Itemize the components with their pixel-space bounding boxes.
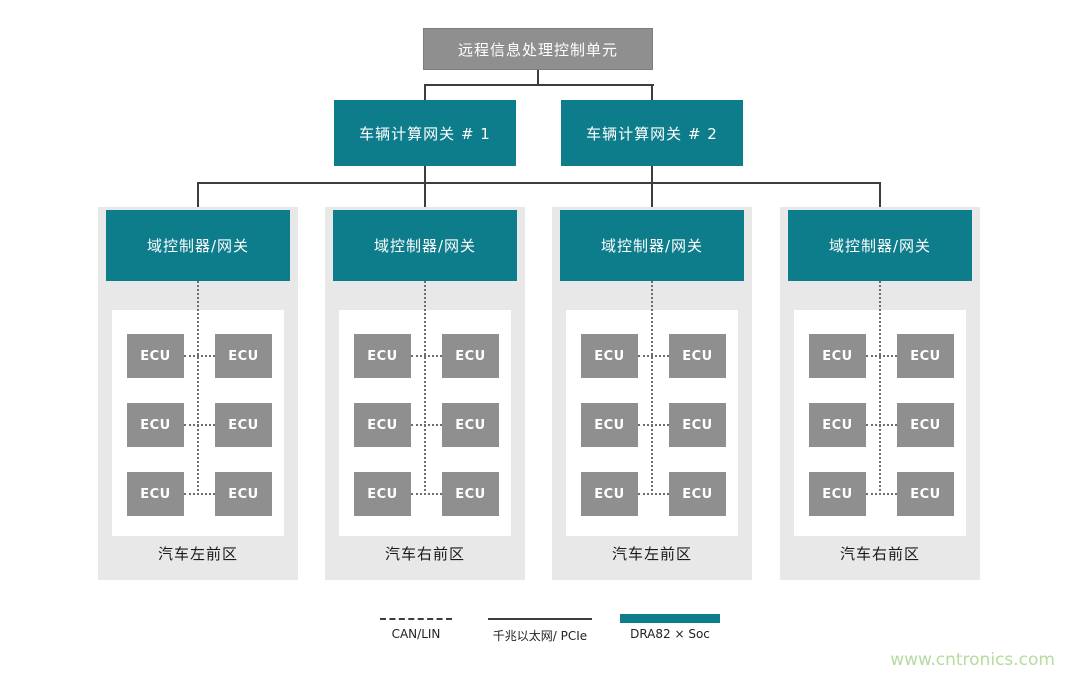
can-lin-stub	[411, 493, 442, 495]
watermark: www.cntronics.com	[890, 650, 1055, 670]
ecu-box: ECU	[809, 472, 866, 516]
can-lin-stub	[184, 493, 215, 495]
ecu-box: ECU	[669, 403, 726, 447]
telematics-control-unit-box: 远程信息处理控制单元	[423, 28, 653, 70]
ecu-box: ECU	[354, 472, 411, 516]
domain-controller-label: 域控制器/网关	[600, 237, 704, 255]
ecu-box: ECU	[669, 334, 726, 378]
solid-line-sample-icon	[488, 618, 592, 620]
ecu-box: ECU	[127, 472, 184, 516]
ecu-box: ECU	[215, 403, 272, 447]
can-lin-stub	[638, 355, 669, 357]
domain-zone-2: 域控制器/网关 ECU ECU ECU ECU ECU ECU 汽车右前区	[325, 207, 525, 580]
connector-line	[424, 85, 426, 101]
zone-area-label: 汽车右前区	[839, 545, 920, 563]
telematics-control-unit-label: 远程信息处理控制单元	[457, 40, 618, 59]
connector-line	[651, 85, 653, 101]
can-lin-bus-line	[424, 281, 426, 495]
dashed-line-sample-icon	[380, 618, 452, 620]
domain-zone-1: 域控制器/网关 ECU ECU ECU ECU ECU ECU 汽车左前区	[98, 207, 298, 580]
ecu-box: ECU	[354, 334, 411, 378]
ecu-box: ECU	[809, 334, 866, 378]
can-lin-bus-line	[197, 281, 199, 495]
zone-area-label: 汽车左前区	[611, 545, 692, 563]
domain-controller-box: 域控制器/网关	[560, 210, 744, 281]
connector-line	[424, 84, 654, 86]
ecu-box: ECU	[897, 472, 954, 516]
domain-controller-box: 域控制器/网关	[788, 210, 972, 281]
legend-label: CAN/LIN	[391, 627, 441, 641]
teal-bar-sample-icon	[620, 614, 720, 623]
domain-controller-box: 域控制器/网关	[106, 210, 290, 281]
domain-controller-label: 域控制器/网关	[373, 237, 477, 255]
zone-area-label: 汽车左前区	[157, 545, 238, 563]
ecu-box: ECU	[897, 403, 954, 447]
vehicle-gateway-2-box: 车辆计算网关 # 2	[561, 100, 743, 166]
legend-item-can-lin: CAN/LIN	[368, 618, 464, 641]
vehicle-gateway-1-box: 车辆计算网关 # 1	[334, 100, 516, 166]
ecu-box: ECU	[442, 403, 499, 447]
ecu-box: ECU	[215, 472, 272, 516]
vehicle-gateway-2-label: 车辆计算网关 # 2	[586, 124, 718, 143]
connector-line	[651, 166, 653, 210]
connector-line	[197, 183, 199, 211]
can-lin-stub	[866, 424, 897, 426]
can-lin-bus-line	[651, 281, 653, 495]
domain-zone-3: 域控制器/网关 ECU ECU ECU ECU ECU ECU 汽车左前区	[552, 207, 752, 580]
ecu-box: ECU	[581, 403, 638, 447]
ecu-box: ECU	[127, 403, 184, 447]
can-lin-stub	[411, 424, 442, 426]
zone-area-label: 汽车右前区	[384, 545, 465, 563]
vehicle-gateway-1-label: 车辆计算网关 # 1	[359, 124, 491, 143]
connector-line	[537, 70, 539, 85]
domain-controller-label: 域控制器/网关	[828, 237, 932, 255]
connector-line	[879, 183, 881, 211]
can-lin-stub	[638, 424, 669, 426]
connector-line	[197, 182, 881, 184]
can-lin-stub	[866, 355, 897, 357]
ecu-box: ECU	[442, 472, 499, 516]
domain-zone-4: 域控制器/网关 ECU ECU ECU ECU ECU ECU 汽车右前区	[780, 207, 980, 580]
ecu-box: ECU	[215, 334, 272, 378]
ecu-box: ECU	[127, 334, 184, 378]
can-lin-stub	[184, 424, 215, 426]
ecu-box: ECU	[897, 334, 954, 378]
can-lin-stub	[866, 493, 897, 495]
legend-item-dra82: DRA82 × Soc	[606, 614, 734, 641]
can-lin-bus-line	[879, 281, 881, 495]
connector-line	[424, 166, 426, 210]
ecu-box: ECU	[581, 472, 638, 516]
can-lin-stub	[411, 355, 442, 357]
ecu-box: ECU	[669, 472, 726, 516]
can-lin-stub	[638, 493, 669, 495]
domain-controller-label: 域控制器/网关	[146, 237, 250, 255]
legend-label: 千兆以太网/ PCIe	[492, 629, 588, 643]
legend-label: DRA82 × Soc	[630, 627, 710, 641]
ecu-box: ECU	[581, 334, 638, 378]
legend-item-ethernet: 千兆以太网/ PCIe	[470, 618, 610, 644]
can-lin-stub	[184, 355, 215, 357]
domain-controller-box: 域控制器/网关	[333, 210, 517, 281]
ecu-box: ECU	[354, 403, 411, 447]
ecu-box: ECU	[809, 403, 866, 447]
ecu-box: ECU	[442, 334, 499, 378]
